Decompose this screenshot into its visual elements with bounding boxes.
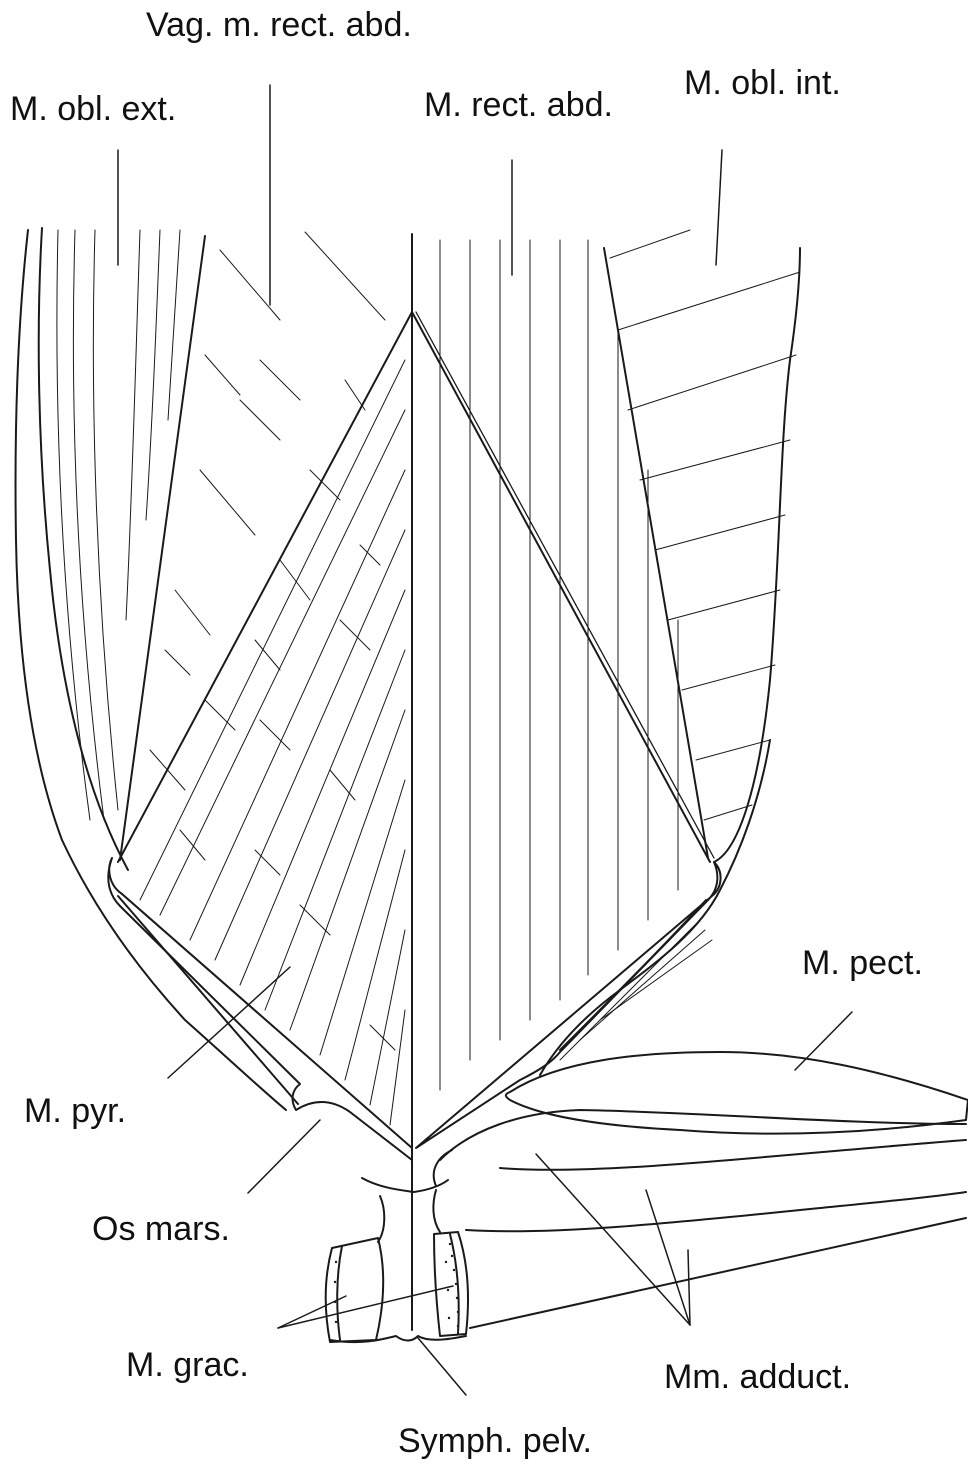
symph-bottom bbox=[330, 1336, 466, 1342]
adduct-upper bbox=[440, 1110, 966, 1160]
label-pect: M. pect. bbox=[802, 946, 923, 980]
pyr-right-edge-b bbox=[416, 312, 714, 858]
leader-grac-b bbox=[278, 1286, 453, 1328]
label-rect-abd: M. rect. abd. bbox=[424, 88, 613, 122]
pyr-fibers bbox=[140, 360, 405, 1125]
leader-lines bbox=[118, 85, 852, 1395]
os-mars-right-inner bbox=[560, 900, 706, 1050]
adduct-base bbox=[470, 1218, 966, 1328]
label-symph: Symph. pelv. bbox=[398, 1424, 592, 1458]
right-lower-contour bbox=[540, 740, 770, 1075]
leader-adduct-b bbox=[646, 1190, 690, 1325]
leader-pyr bbox=[168, 967, 290, 1078]
obl-int-edge bbox=[604, 248, 708, 858]
leader-adduct-a bbox=[536, 1154, 690, 1325]
pect-muscle bbox=[506, 1052, 968, 1134]
left-body-contour bbox=[16, 230, 287, 1110]
adduct-middle bbox=[500, 1140, 966, 1170]
adduct-left bbox=[434, 1150, 452, 1186]
leader-adduct-c bbox=[688, 1250, 690, 1325]
sheath-marks bbox=[150, 232, 395, 1050]
outlines bbox=[16, 228, 968, 1342]
label-obl-ext: M. obl. ext. bbox=[10, 92, 176, 126]
grac-stipple bbox=[334, 1243, 459, 1327]
leader-os-mars bbox=[248, 1120, 320, 1193]
os-mars-right bbox=[416, 862, 721, 1148]
symph-left bbox=[378, 1196, 384, 1242]
adduct-lower bbox=[466, 1192, 966, 1231]
rectus-fibers bbox=[440, 240, 678, 1090]
label-pyr: M. pyr. bbox=[24, 1094, 126, 1128]
leader-symph bbox=[418, 1338, 466, 1395]
leader-grac-a bbox=[278, 1296, 346, 1328]
right-bone-fibers bbox=[560, 920, 712, 1060]
label-grac: M. grac. bbox=[126, 1348, 249, 1382]
label-adduct: Mm. adduct. bbox=[664, 1360, 851, 1394]
pyr-left-edge bbox=[118, 312, 412, 862]
leader-obl-int bbox=[716, 150, 722, 265]
label-vag-rect-abd: Vag. m. rect. abd. bbox=[146, 8, 412, 42]
label-obl-int: M. obl. int. bbox=[684, 66, 841, 100]
label-os-mars: Os mars. bbox=[92, 1212, 230, 1246]
grac-left-inner bbox=[337, 1246, 342, 1340]
grac-right bbox=[434, 1232, 468, 1336]
pyr-right-edge-a bbox=[412, 312, 710, 862]
vag-left-edge bbox=[120, 236, 205, 860]
os-mars-left-inner bbox=[118, 896, 298, 1104]
grac-left bbox=[326, 1238, 383, 1342]
grac-right-inner bbox=[450, 1234, 459, 1334]
obl-int-outer bbox=[714, 248, 800, 862]
symph-right bbox=[433, 1190, 440, 1232]
